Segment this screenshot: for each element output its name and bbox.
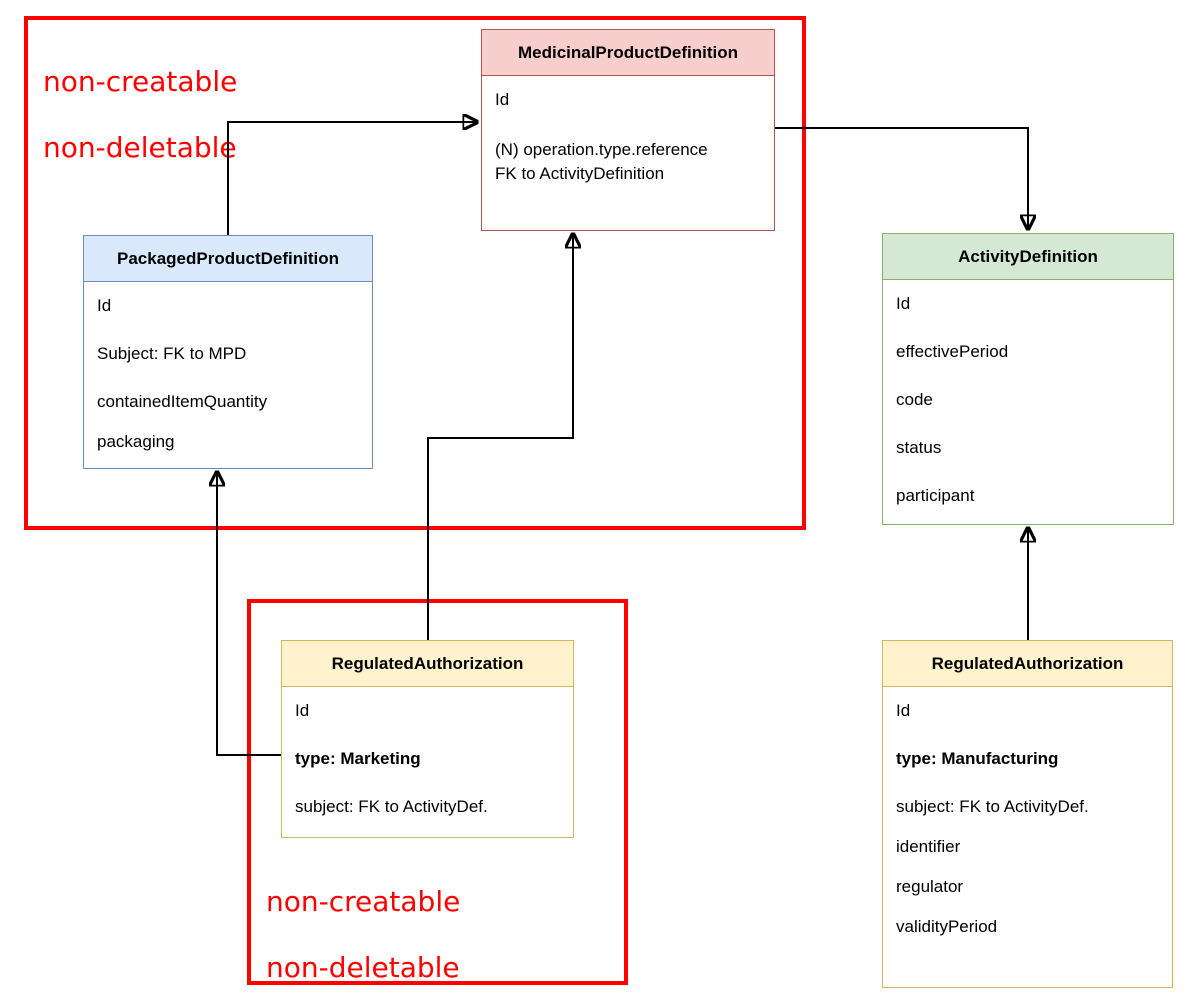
entity-title: PackagedProductDefinition (84, 236, 372, 282)
entity-field: validityPeriod (896, 917, 998, 936)
entity-field: containedItemQuantity (97, 392, 268, 411)
entity-medicinal-product-definition: MedicinalProductDefinition Id (N) operat… (481, 29, 775, 231)
annotation-line: non-deletable (266, 951, 460, 984)
entity-title: MedicinalProductDefinition (482, 30, 774, 76)
entity-title: RegulatedAuthorization (883, 641, 1172, 687)
connector-mpd-to-activitydefinition (775, 127, 1028, 229)
entity-body: Id (N) operation.type.reference FK to Ac… (482, 76, 774, 186)
annotation-line: non-creatable (266, 885, 461, 918)
entity-field: Subject: FK to MPD (97, 344, 247, 363)
entity-field: effectivePeriod (896, 342, 1009, 361)
entity-packaged-product-definition: PackagedProductDefinition Id Subject: FK… (83, 235, 373, 469)
red-frame-non-creatable-non-deletable (24, 16, 806, 530)
entity-field: subject: FK to ActivityDef. (896, 797, 1089, 816)
entity-regulated-authorization-marketing: RegulatedAuthorization Id type: Marketin… (281, 640, 574, 838)
entity-field: Id (896, 294, 911, 313)
entity-field: status (896, 438, 942, 457)
entity-field: type: Manufacturing (896, 749, 1059, 768)
annotation-top-left: non-creatable non-deletable (43, 32, 237, 197)
entity-body: Id effectivePeriod code status participa… (883, 280, 1173, 506)
entity-field: identifier (896, 837, 961, 856)
entity-field: subject: FK to ActivityDef. (295, 797, 488, 816)
entity-regulated-authorization-manufacturing: RegulatedAuthorization Id type: Manufact… (882, 640, 1173, 988)
entity-field: participant (896, 486, 975, 505)
entity-body: Id Subject: FK to MPD containedItemQuant… (84, 282, 372, 452)
entity-body: Id type: Manufacturing subject: FK to Ac… (883, 687, 1172, 937)
entity-field: Id (295, 701, 310, 720)
entity-field: Id (896, 701, 911, 720)
entity-field: Id (495, 90, 510, 109)
entity-field: (N) operation.type.reference FK to Activ… (495, 140, 708, 183)
entity-activity-definition: ActivityDefinition Id effectivePeriod co… (882, 233, 1174, 525)
entity-title: ActivityDefinition (883, 234, 1173, 280)
entity-field: regulator (896, 877, 964, 896)
annotation-bottom-left: non-creatable non-deletable non-editable (266, 852, 460, 1002)
entity-field: type: Marketing (295, 749, 421, 768)
entity-field: Id (97, 296, 112, 315)
entity-field: code (896, 390, 933, 409)
entity-field: packaging (97, 432, 175, 451)
annotation-line: non-deletable (43, 131, 237, 164)
entity-body: Id type: Marketing subject: FK to Activi… (282, 687, 573, 817)
annotation-line: non-creatable (43, 65, 238, 98)
entity-title: RegulatedAuthorization (282, 641, 573, 687)
